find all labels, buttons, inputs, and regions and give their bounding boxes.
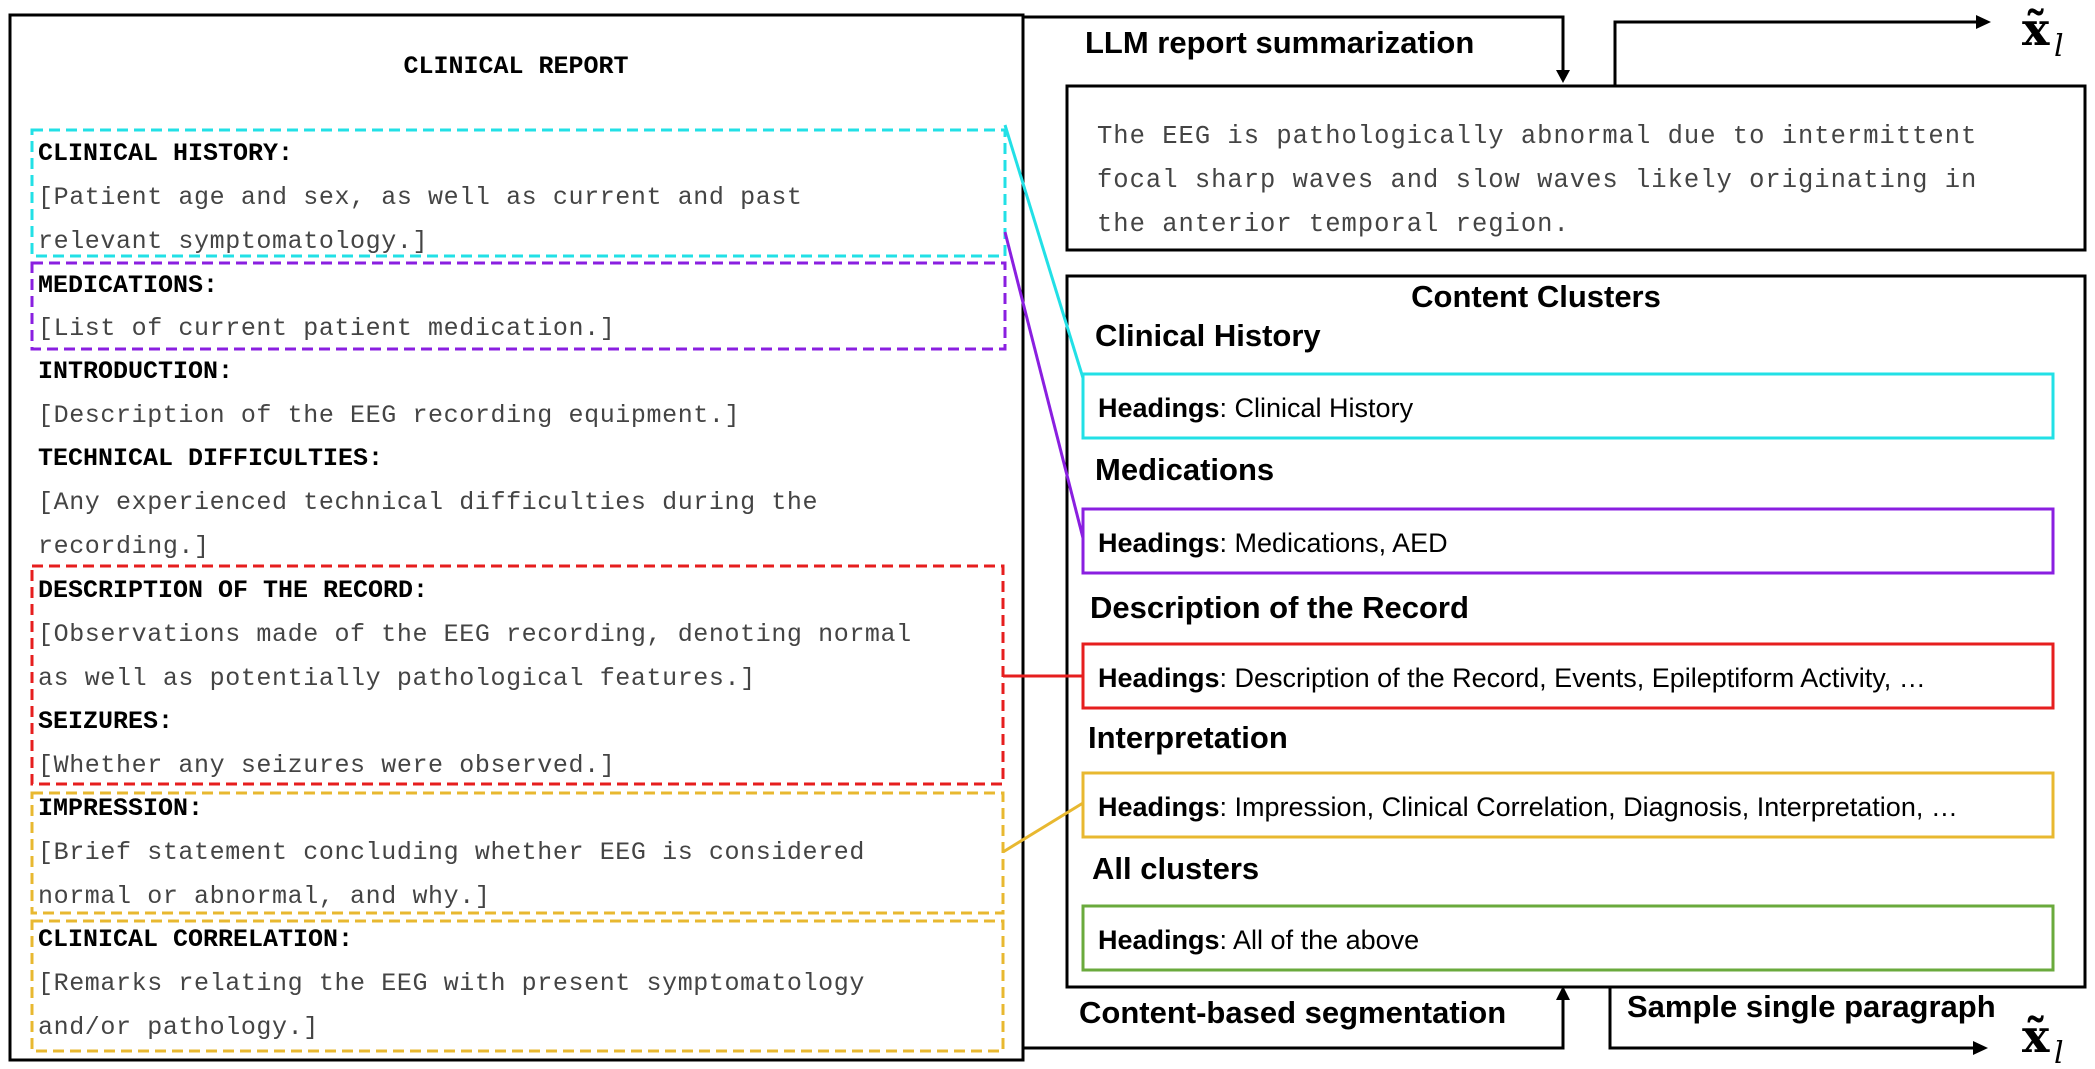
summary-line: the anterior temporal region.: [1097, 210, 1570, 239]
section-heading: INTRODUCTION:: [38, 357, 233, 386]
section-heading: DESCRIPTION OF THE RECORD:: [38, 576, 428, 605]
output-symbol-bottom: x̃: [2022, 1009, 2050, 1063]
report-sections: CLINICAL HISTORY: [Patient age and sex, …: [38, 139, 912, 1042]
summary-output-arrow: [1613, 20, 1978, 86]
section-heading: CLINICAL HISTORY:: [38, 139, 293, 168]
cluster-name: Interpretation: [1088, 720, 1288, 755]
summarization-label: LLM report summarization: [1085, 25, 1474, 60]
impression-group: [30, 791, 1005, 915]
clinical-correlation-group: [30, 919, 1005, 1053]
clinical-history-group: [30, 128, 1007, 258]
section-body-line: [List of current patient medication.]: [38, 314, 615, 343]
cluster-name: All clusters: [1092, 851, 1259, 886]
summary-line: focal sharp waves and slow waves likely …: [1097, 166, 1977, 195]
section-heading: TECHNICAL DIFFICULTIES:: [38, 444, 383, 473]
section-body-line: [Remarks relating the EEG with present s…: [38, 969, 865, 998]
cluster-headings-box: [1081, 372, 2055, 440]
output-symbol-top: x̃: [2022, 2, 2050, 56]
arrowhead: [1556, 986, 1570, 1000]
content-clusters-panel: [1065, 274, 2087, 989]
medications-group: [30, 261, 1007, 351]
cluster-headings-text: Headings: All of the above: [1098, 925, 1419, 955]
connector-medications: [1003, 231, 1085, 539]
segmentation-arrow: [1023, 997, 1565, 1050]
summarization-arrow-in: [1023, 15, 1565, 72]
summary-line: The EEG is pathologically abnormal due t…: [1097, 122, 1977, 151]
content-clusters-title: Content Clusters: [1411, 279, 1661, 314]
cluster-headings-text: Headings: Impression, Clinical Correlati…: [1098, 792, 1958, 822]
section-body-line: as well as potentially pathological feat…: [38, 664, 756, 693]
section-body-line: relevant symptomatology.]: [38, 227, 428, 256]
sample-output-arrow: [1608, 987, 1975, 1050]
section-body-line: and/or pathology.]: [38, 1013, 319, 1042]
output-subscript-top: l: [2054, 29, 2064, 64]
cluster-headings-text: Headings: Medications, AED: [1098, 528, 1448, 558]
cluster-name: Medications: [1095, 452, 1274, 487]
section-body-line: [Observations made of the EEG recording,…: [38, 620, 912, 649]
section-body-line: normal or abnormal, and why.]: [38, 882, 490, 911]
cluster-headings-box: [1081, 771, 2055, 839]
section-body-line: [Patient age and sex, as well as current…: [38, 183, 803, 212]
section-heading: CLINICAL CORRELATION:: [38, 925, 353, 954]
section-heading: SEIZURES:: [38, 707, 173, 736]
section-heading: MEDICATIONS:: [38, 271, 218, 300]
section-body-line: recording.]: [38, 532, 210, 561]
clinical-report-panel: [8, 13, 1025, 1062]
summary-box: [1065, 84, 2087, 252]
section-body-line: [Description of the EEG recording equipm…: [38, 401, 740, 430]
cluster-headings-text: Headings: Clinical History: [1098, 393, 1414, 423]
connector-interpretation: [1002, 801, 1084, 854]
cluster-headings-text: Headings: Description of the Record, Eve…: [1098, 663, 1926, 693]
arrowhead: [1973, 1041, 1988, 1055]
report-title: CLINICAL REPORT: [403, 52, 628, 81]
arrowhead: [1556, 70, 1570, 83]
cluster-name: Clinical History: [1095, 318, 1321, 353]
section-heading: IMPRESSION:: [38, 794, 203, 823]
connector-clinical-history: [1003, 124, 1085, 379]
section-body-line: [Whether any seizures were observed.]: [38, 751, 615, 780]
sample-paragraph-label: Sample single paragraph: [1627, 989, 1996, 1024]
section-body-line: [Any experienced technical difficulties …: [38, 488, 818, 517]
cluster-headings-box: [1081, 904, 2055, 972]
section-body-line: [Brief statement concluding whether EEG …: [38, 838, 865, 867]
output-subscript-bottom: l: [2054, 1036, 2064, 1069]
arrowhead: [1976, 15, 1991, 29]
cluster-name: Description of the Record: [1090, 590, 1469, 625]
cluster-headings-box: [1081, 507, 2055, 575]
segmentation-label: Content-based segmentation: [1079, 995, 1506, 1030]
